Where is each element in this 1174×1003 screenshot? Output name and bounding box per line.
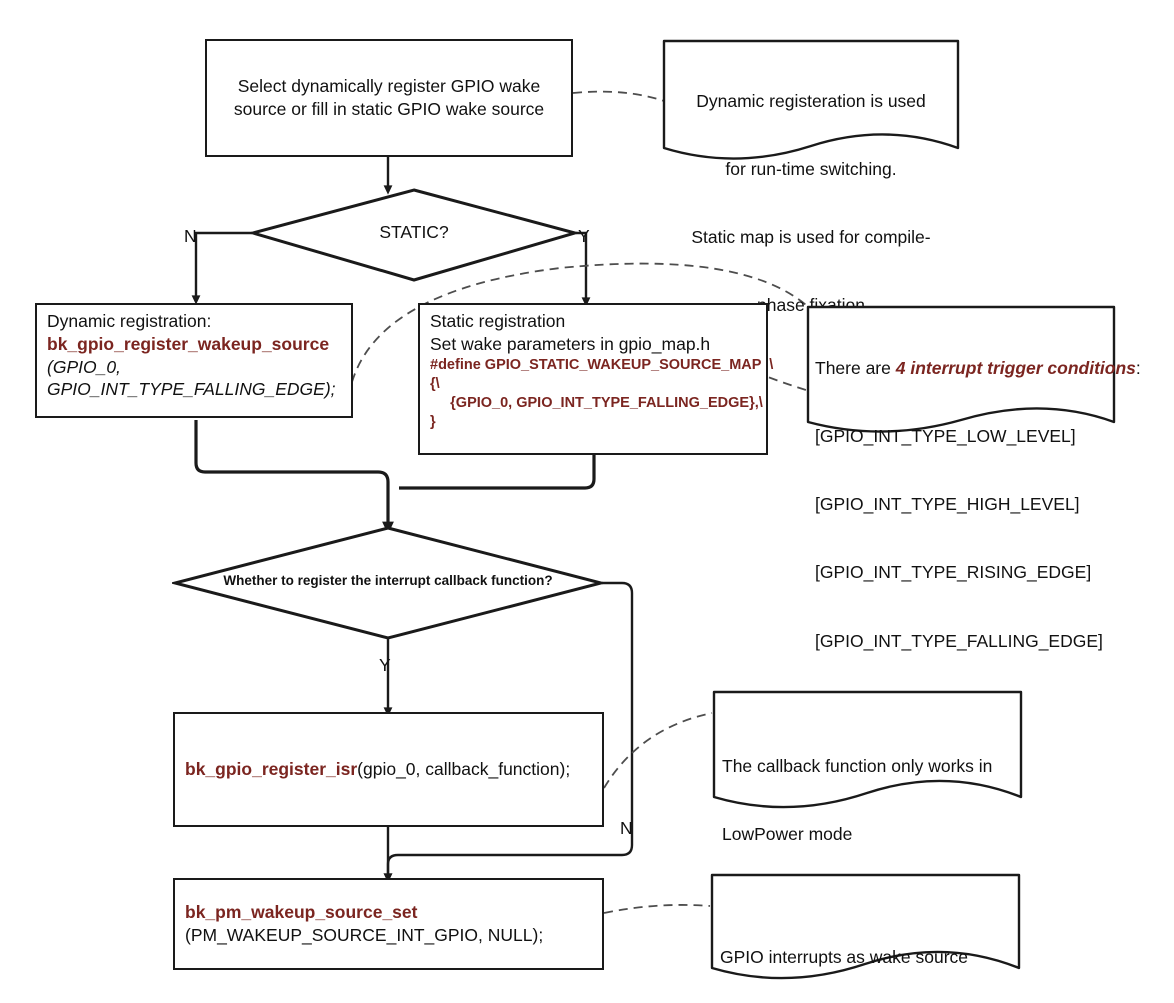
decision-static[interactable]: STATIC?: [250, 187, 578, 283]
dynamic-box-function: bk_gpio_register_wakeup_source: [47, 333, 330, 354]
note-trigger-emphasis: 4 interrupt trigger conditions: [895, 357, 1136, 378]
note-trigger-lead-line: There are 4 interrupt trigger conditions…: [815, 357, 1141, 380]
note-callback-lowpower-text: The callback function only works in LowP…: [722, 709, 1018, 891]
decision-static-label: STATIC?: [379, 222, 449, 242]
note-callback-lowpower: The callback function only works in LowP…: [711, 689, 1024, 844]
isr-register-box[interactable]: bk_gpio_register_isr(gpio_0, callback_fu…: [173, 712, 604, 827]
dynamic-box-arg1: (GPIO_0,: [47, 356, 121, 377]
note-line-1: Dynamic registeration is used: [696, 90, 926, 111]
note-trigger-lead: There are: [815, 357, 896, 378]
note-line-3: Static map is used for compile-: [691, 227, 931, 247]
wakeup-box-function: bk_pm_wakeup_source_set: [185, 902, 418, 923]
static-registration-box[interactable]: Static registration Set wake parameters …: [418, 303, 774, 455]
note-trigger-item-3: [GPIO_INT_TYPE_FALLING_EDGE]: [815, 630, 1103, 651]
note-trigger-conditions: There are 4 interrupt trigger conditions…: [805, 304, 1141, 651]
note-gpio-wake-text: GPIO interrupts as wake source: [720, 900, 1016, 1003]
dashed-start-to-note: [572, 90, 665, 102]
note-trigger-conditions-text: There are 4 interrupt trigger conditions…: [815, 311, 1141, 698]
isr-box-function: bk_gpio_register_isr: [185, 759, 358, 780]
pm-wakeup-source-box[interactable]: bk_pm_wakeup_source_set (PM_WAKEUP_SOURC…: [173, 878, 604, 970]
branch-label-callback-no: N: [620, 818, 633, 838]
start-box[interactable]: Select dynamically register GPIO wake so…: [205, 39, 573, 157]
note-dynamic-static: Dynamic registeration is used for run-ti…: [661, 38, 961, 315]
dynamic-box-arg2: GPIO_INT_TYPE_FALLING_EDGE);: [47, 379, 336, 400]
note-line-2: for run-time switching.: [725, 158, 897, 179]
dashed-wakeup-to-gpio-note: [603, 904, 711, 914]
dynamic-registration-box[interactable]: Dynamic registration: bk_gpio_register_w…: [35, 303, 353, 418]
static-box-line1: Static registration: [430, 311, 566, 331]
isr-box-text: bk_gpio_register_isr(gpio_0, callback_fu…: [175, 758, 602, 781]
note-trigger-item-2: [GPIO_INT_TYPE_RISING_EDGE]: [815, 562, 1092, 583]
decision-callback-label: Whether to register the interrupt callba…: [223, 573, 553, 588]
note-lowpower-line-2: LowPower mode: [722, 823, 853, 844]
branch-label-static-no: N: [184, 226, 197, 246]
branch-label-static-yes: Y: [578, 226, 590, 246]
branch-label-callback-yes: Y: [379, 655, 391, 675]
note-gpio-wake-source: GPIO interrupts as wake source: [709, 872, 1022, 1000]
start-box-line1: Select dynamically register GPIO wake: [237, 76, 541, 97]
note-trigger-item-1: [GPIO_INT_TYPE_HIGH_LEVEL]: [815, 494, 1080, 514]
note-trigger-lead-end: :: [1135, 357, 1141, 378]
wakeup-box-args: (PM_WAKEUP_SOURCE_INT_GPIO, NULL);: [185, 925, 544, 945]
static-box-code: #define GPIO_STATIC_WAKEUP_SOURCE_MAP \ …: [430, 356, 774, 431]
start-box-line2: source or fill in static GPIO wake sourc…: [233, 99, 545, 119]
dashed-isr-to-lowpower-note: [603, 712, 713, 789]
note-lowpower-line-1: The callback function only works in: [722, 755, 993, 776]
static-box-line2: Set wake parameters in gpio_map.h: [430, 333, 711, 354]
note-gpio-wake-line-1: GPIO interrupts as wake source: [720, 946, 969, 967]
note-dynamic-static-text: Dynamic registeration is used for run-ti…: [661, 44, 961, 363]
decision-callback[interactable]: Whether to register the interrupt callba…: [172, 525, 604, 641]
connector-static-no: [191, 231, 252, 305]
note-trigger-item-0: [GPIO_INT_TYPE_LOW_LEVEL]: [815, 425, 1076, 446]
isr-box-args: (gpio_0, callback_function);: [357, 759, 571, 780]
dynamic-box-line1: Dynamic registration:: [47, 311, 212, 331]
